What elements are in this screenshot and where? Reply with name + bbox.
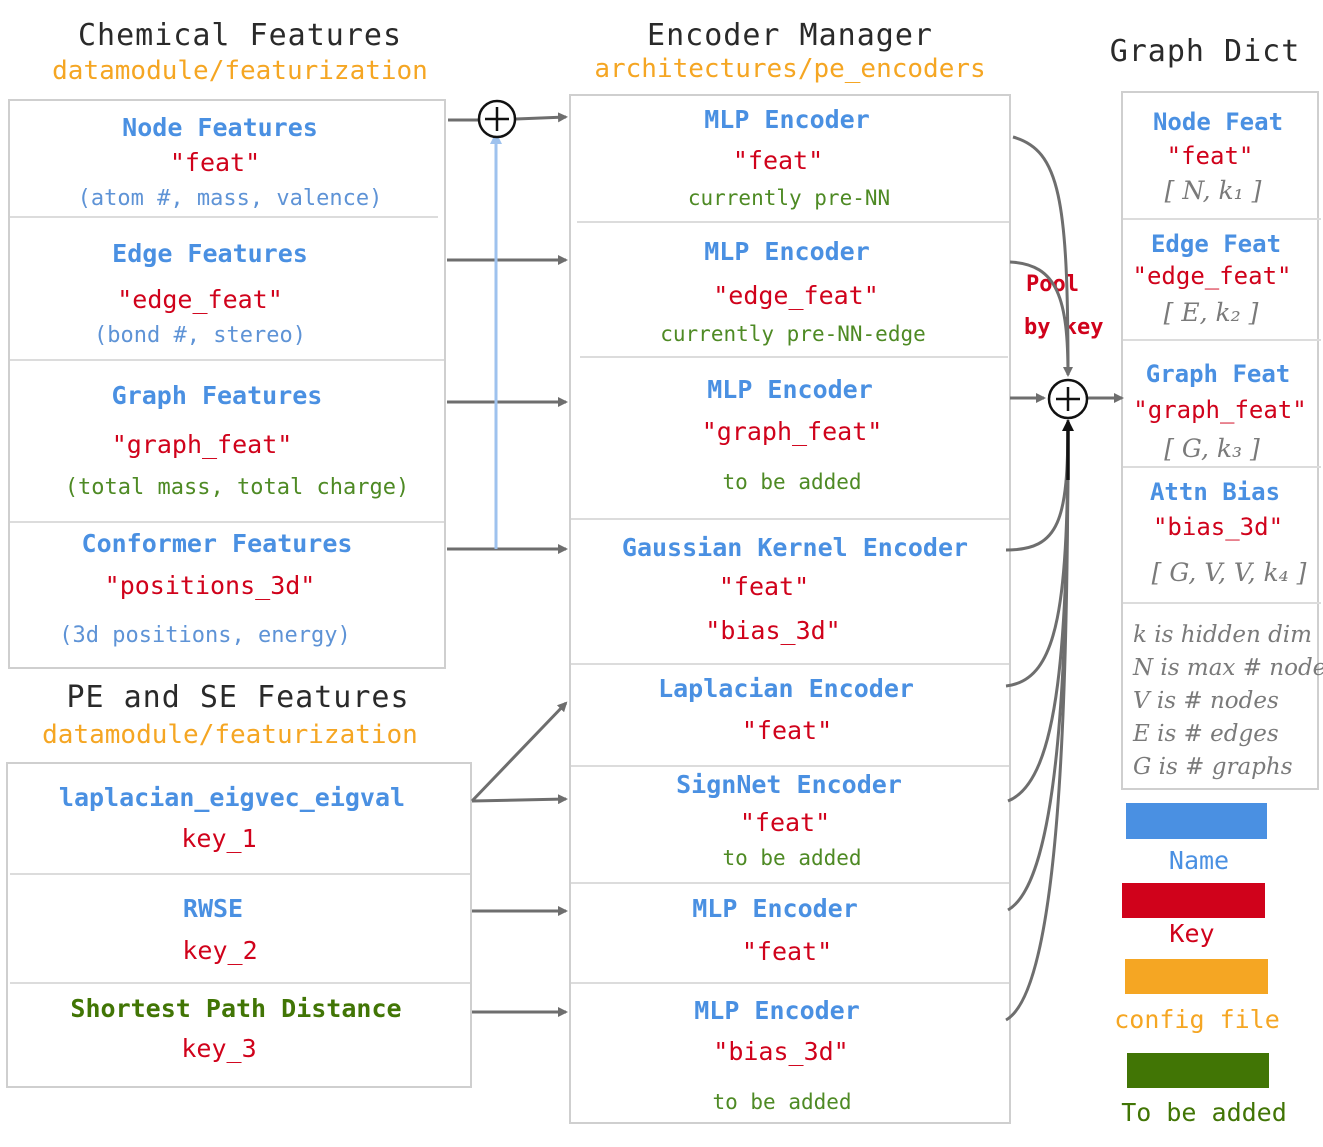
- graph-features-name: Graph Features: [111, 381, 323, 410]
- legend-config-swatch: [1125, 959, 1268, 994]
- encoder-mlp-rwse-name: MLP Encoder: [692, 894, 858, 923]
- encoder-mlp-feat-note: currently pre-NN: [687, 186, 891, 210]
- encoder-signnet-name: SignNet Encoder: [676, 770, 902, 799]
- encoder-manager-panel: [569, 94, 1011, 1124]
- shortest-path-key: key_3: [181, 1034, 257, 1063]
- legend-key-label: Key: [1169, 919, 1215, 948]
- note-num-edges: E is # edges: [1133, 721, 1279, 747]
- encoder-signnet-key: "feat": [739, 808, 831, 837]
- encoder-mlp-edge-note: currently pre-NN-edge: [660, 322, 926, 346]
- encoder-gaussian-key: "feat": [718, 572, 810, 601]
- dict-attn-bias-dim: [ G, V, V, k₄ ]: [1151, 558, 1307, 587]
- dict-node-feat-name: Node Feat: [1152, 108, 1284, 136]
- legend-todo-swatch: [1127, 1053, 1269, 1088]
- encoder-mlp-feat-key: "feat": [732, 146, 824, 175]
- node-features-key: "feat": [169, 148, 261, 177]
- dict-edge-feat-dim: [ E, k₂ ]: [1163, 298, 1259, 327]
- encoder-mlp-edge-name: MLP Encoder: [704, 237, 870, 266]
- note-max-nodes: N is max # nodes: [1133, 655, 1323, 681]
- circle-plus-icon: [477, 99, 517, 139]
- node-features-name: Node Features: [122, 113, 318, 142]
- edge-features-desc: (bond #, stereo): [94, 323, 306, 348]
- conformer-features-key: "positions_3d": [104, 571, 316, 600]
- note-hidden-dim: k is hidden dim: [1133, 622, 1312, 648]
- encoder-signnet-note: to be added: [722, 846, 862, 870]
- encoder-mlp-spd-note: to be added: [712, 1090, 852, 1114]
- pe-se-features-header: PE and SE Features: [66, 680, 410, 715]
- curve-mlp-spd: [1005, 419, 1070, 1022]
- circle-plus-icon: [1047, 378, 1089, 420]
- encoder-mlp-graph-note: to be added: [722, 470, 862, 494]
- curve-mlp-feat: [1012, 135, 1073, 377]
- chemical-config-path: datamodule/featurization: [52, 56, 428, 86]
- node-features-desc: (atom #, mass, valence): [77, 186, 383, 211]
- graph-features-desc: (total mass, total charge): [64, 475, 410, 500]
- encoder-mlp-graph-name: MLP Encoder: [707, 375, 873, 404]
- dict-node-feat-key: "feat": [1166, 142, 1254, 170]
- dict-edge-feat-key: "edge_feat": [1132, 262, 1292, 290]
- encoder-gaussian-key2: "bias_3d": [705, 616, 841, 645]
- laplacian-eigvec-key: key_1: [181, 824, 257, 853]
- chemical-features-header: Chemical Features: [77, 18, 403, 53]
- encoder-mlp-rwse-key: "feat": [741, 937, 833, 966]
- laplacian-eigvec-name: laplacian_eigvec_eigval: [58, 783, 406, 812]
- chemical-features-panel: [8, 99, 446, 669]
- shortest-path-name: Shortest Path Distance: [70, 994, 402, 1023]
- dict-graph-feat-dim: [ G, k₃ ]: [1164, 434, 1260, 463]
- graph-dict-header: Graph Dict: [1109, 34, 1301, 69]
- dict-graph-feat-key: "graph_feat": [1133, 396, 1307, 424]
- pe-se-features-panel: [6, 762, 472, 1088]
- pe-se-config-path: datamodule/featurization: [42, 720, 418, 750]
- note-num-graphs: G is # graphs: [1133, 754, 1293, 780]
- legend-todo-label: To be added: [1121, 1098, 1287, 1127]
- legend-name-swatch: [1126, 803, 1267, 839]
- encoder-gaussian-name: Gaussian Kernel Encoder: [621, 533, 969, 562]
- dict-attn-bias-name: Attn Bias: [1149, 478, 1281, 506]
- curve-mlp-edge: [1009, 260, 1070, 376]
- curve-gaussian: [1005, 419, 1070, 552]
- encoder-laplacian-name: Laplacian Encoder: [658, 674, 914, 703]
- arrow-lap-to-signnet: [471, 794, 568, 805]
- pool-label-line2: by key: [1024, 315, 1104, 340]
- arrow-sum-to-mlp-feat: [515, 112, 568, 123]
- encoder-mlp-spd-name: MLP Encoder: [694, 996, 860, 1025]
- rwse-name: RWSE: [182, 894, 244, 923]
- encoder-mlp-graph-key: "graph_feat": [701, 417, 883, 446]
- encoder-mlp-edge-key: "edge_feat": [713, 281, 879, 310]
- encoder-laplacian-key: "feat": [741, 716, 833, 745]
- conformer-features-name: Conformer Features: [81, 529, 353, 558]
- encoder-config-path: architectures/pe_encoders: [594, 54, 986, 84]
- arrow-lap-to-laplacian-encoder: [470, 701, 568, 803]
- curve-laplacian: [1005, 419, 1070, 688]
- dict-graph-feat-name: Graph Feat: [1145, 360, 1291, 388]
- dict-edge-feat-name: Edge Feat: [1150, 230, 1282, 258]
- edge-features-name: Edge Features: [112, 239, 308, 268]
- edge-features-key: "edge_feat": [117, 285, 283, 314]
- dict-node-feat-dim: [ N, k₁ ]: [1164, 176, 1262, 205]
- conformer-features-desc: (3d positions, energy): [59, 623, 351, 648]
- rwse-key: key_2: [182, 936, 258, 965]
- note-num-nodes: V is # nodes: [1133, 688, 1279, 714]
- graph-features-key: "graph_feat": [111, 430, 293, 459]
- encoder-mlp-spd-key: "bias_3d": [713, 1037, 849, 1066]
- legend-name-label: Name: [1168, 846, 1230, 875]
- encoder-mlp-feat-name: MLP Encoder: [704, 105, 870, 134]
- encoder-manager-header: Encoder Manager: [647, 18, 933, 53]
- legend-config-label: config file: [1114, 1005, 1280, 1034]
- dict-attn-bias-key: "bias_3d": [1152, 513, 1284, 541]
- graph-dict-panel: [1121, 91, 1319, 790]
- legend-key-swatch: [1122, 883, 1265, 918]
